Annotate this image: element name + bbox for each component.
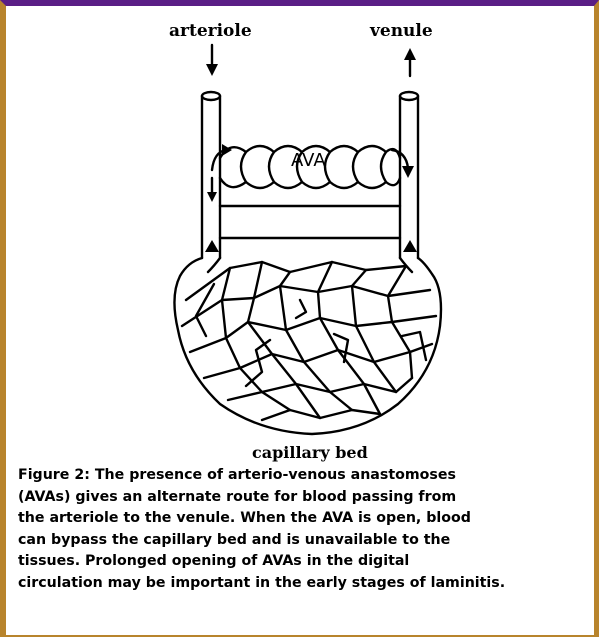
arteriole-vessel [202, 92, 220, 258]
ava-label: AVA [291, 150, 326, 171]
figure-caption: Figure 2: The presence of arterio-venous… [18, 465, 596, 594]
arteriole-label: arteriole [169, 21, 252, 41]
capillary-bed-label: capillary bed [252, 443, 368, 462]
caption-line: circulation may be important in the earl… [18, 573, 596, 595]
caption-line: can bypass the capillary bed and is unav… [18, 530, 596, 552]
caption-line: tissues. Prolonged opening of AVAs in th… [18, 551, 596, 573]
caption-line: Figure 2: The presence of arterio-venous… [18, 465, 596, 487]
venule-label: venule [370, 21, 433, 41]
caption-line: (AVAs) gives an alternate route for bloo… [18, 487, 596, 509]
arteriole-inflow-arrow [206, 45, 218, 76]
capillary-bed [174, 240, 441, 434]
caption-line: the arteriole to the venule. When the AV… [18, 508, 596, 530]
venule-outflow-arrow [404, 48, 416, 76]
